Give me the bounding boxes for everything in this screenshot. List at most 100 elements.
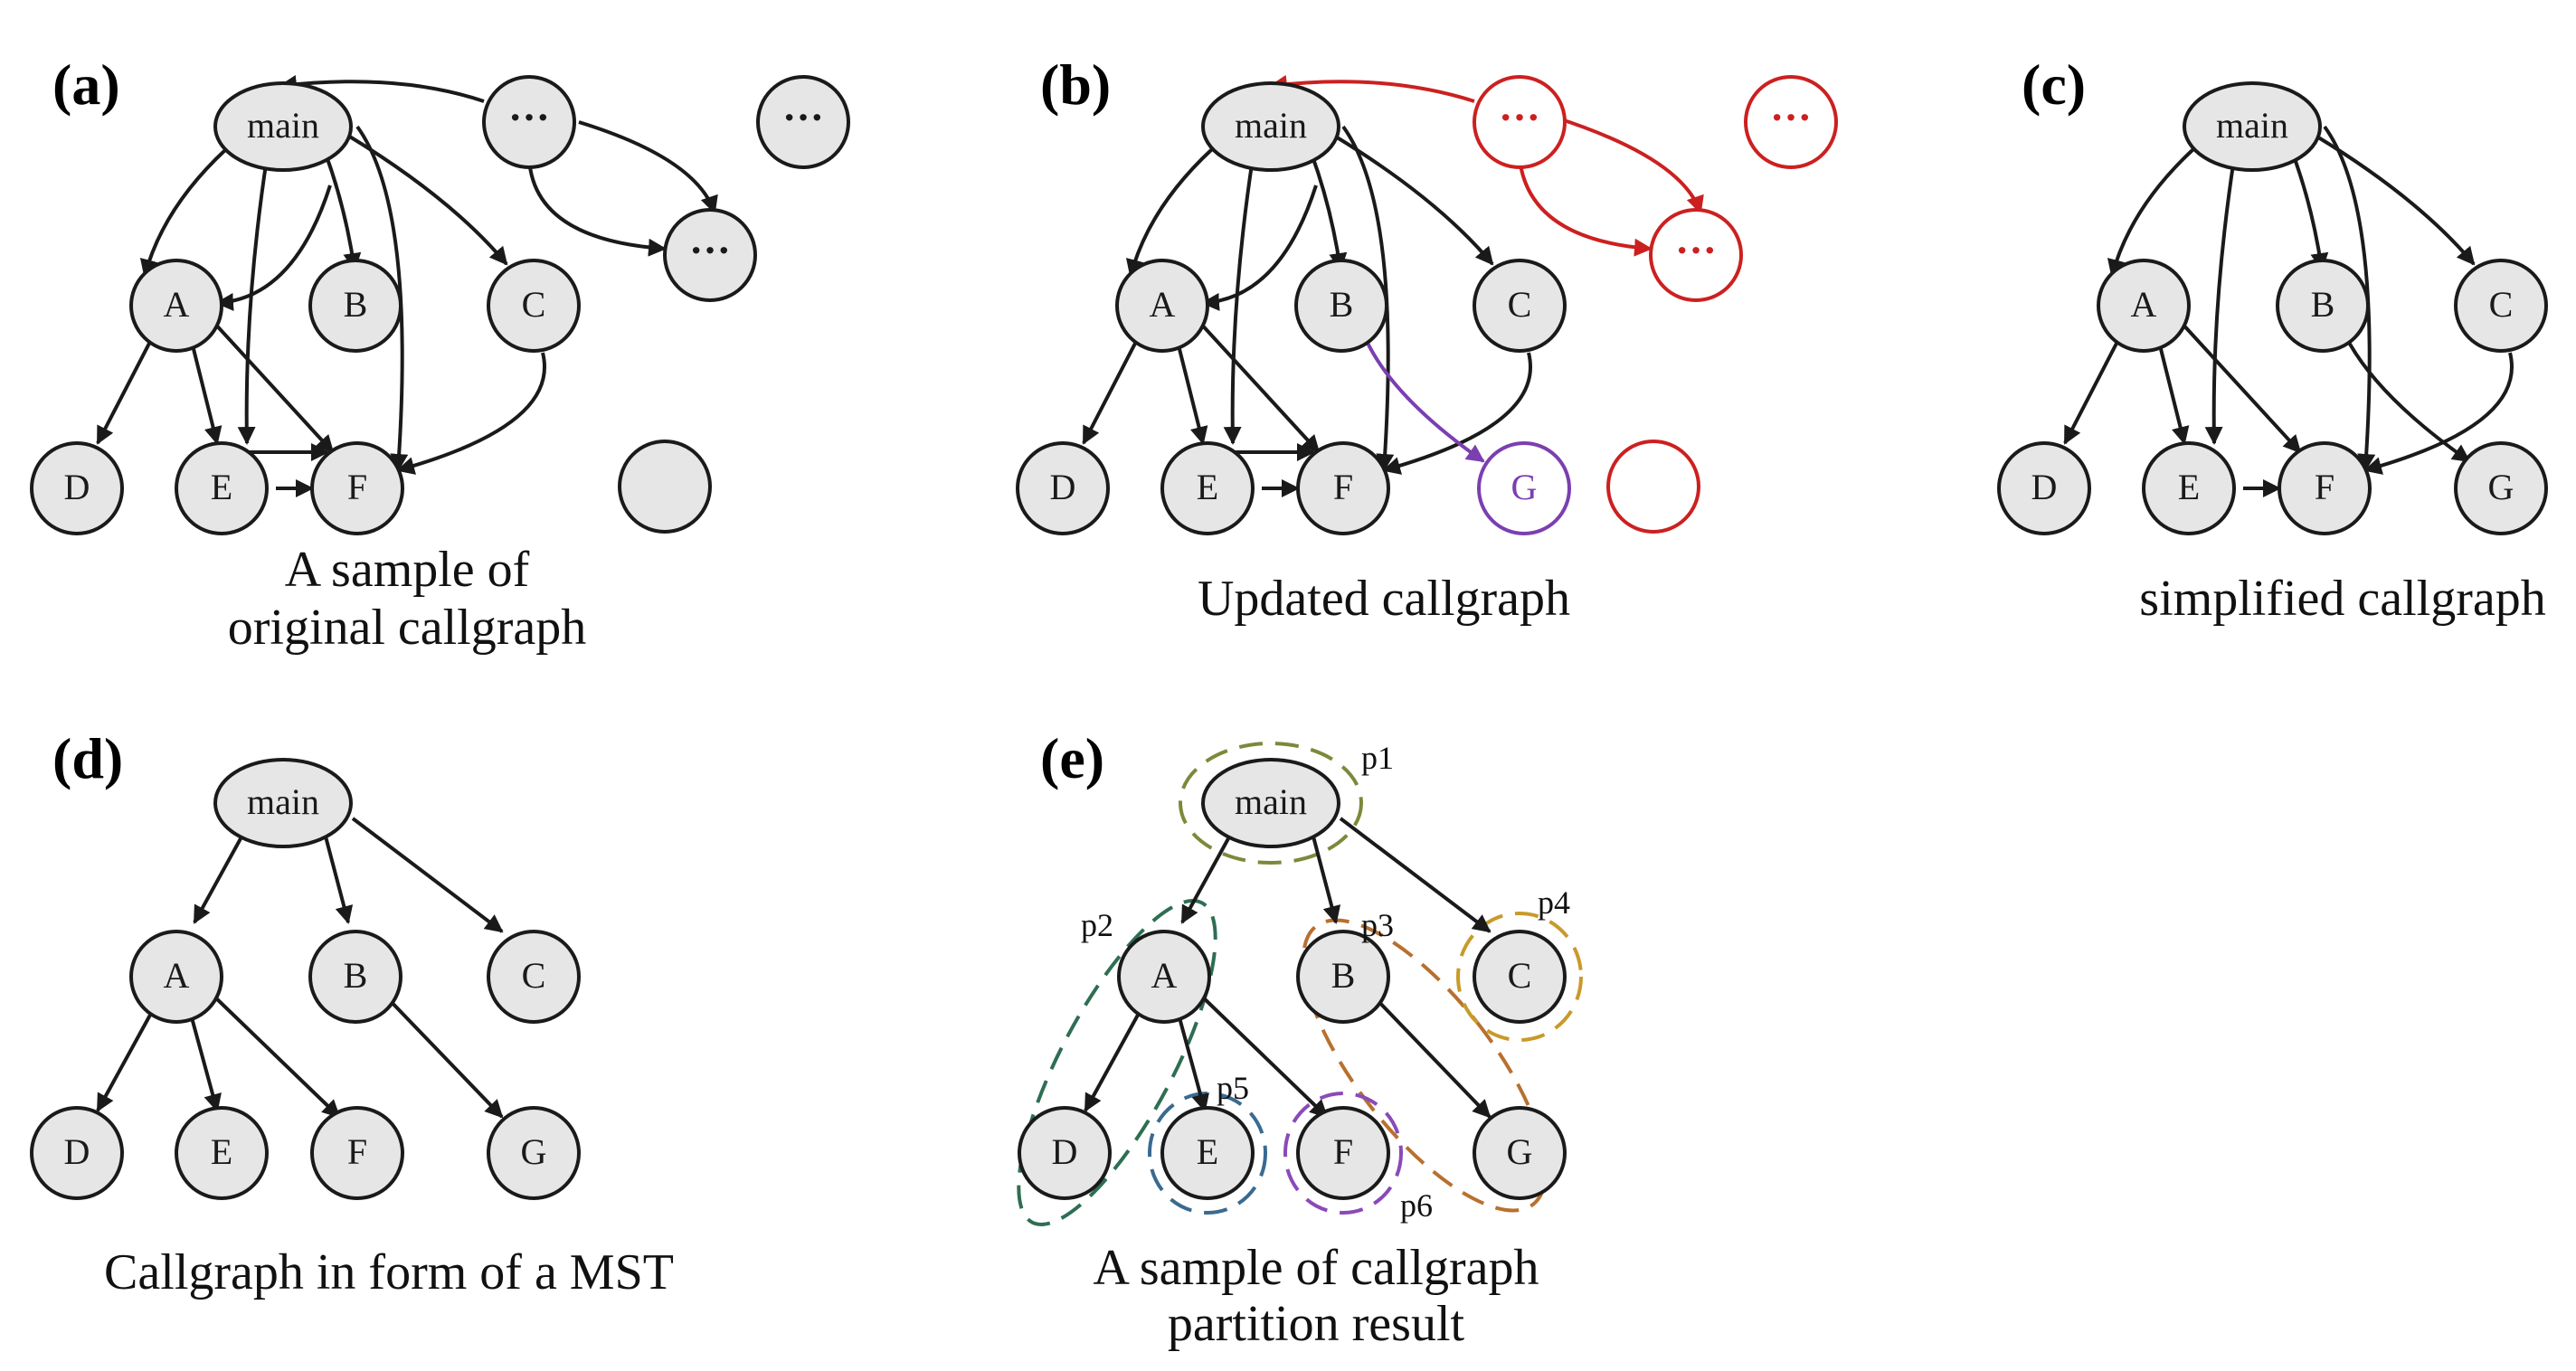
nodes-c: main A B C D E F G — [1997, 81, 2548, 535]
node-D-label: D — [1050, 467, 1076, 507]
node-u1-label: ··· — [508, 94, 550, 140]
node-B — [1296, 930, 1390, 1024]
node-F — [1296, 441, 1390, 535]
node-B — [308, 259, 402, 353]
caption-c: simplified callgraph — [2139, 571, 2545, 627]
node-C-label: C — [2489, 284, 2514, 325]
node-u1-label: ··· — [1499, 94, 1540, 140]
node-B-label: B — [1330, 284, 1354, 325]
edge-A-D — [1082, 334, 1141, 445]
edge-main-A-from-main — [1201, 184, 1318, 311]
node-D — [30, 1106, 124, 1200]
node-u3-label: ··· — [1770, 94, 1812, 140]
nodes-d: main A B C D E F G — [30, 758, 581, 1200]
node-u4 — [1606, 440, 1700, 534]
node-u3-label: ··· — [782, 94, 824, 140]
node-G-label: G — [2488, 467, 2514, 507]
edge-main-C — [351, 817, 504, 933]
node-C — [487, 930, 581, 1024]
edge-u1-u2-lower — [527, 157, 667, 257]
nodes-a: main A B C D E F ··· ··· ··· — [30, 75, 850, 535]
node-G — [1477, 441, 1571, 535]
node-D — [30, 441, 124, 535]
node-G — [2454, 441, 2548, 535]
panel-label-c: (c) — [2022, 52, 2086, 117]
edge-u1-main — [1269, 74, 1475, 103]
node-F-label: F — [1333, 1131, 1353, 1172]
edge-A-E — [188, 1010, 222, 1112]
node-C-label: C — [522, 955, 546, 996]
node-u2-label: ··· — [689, 227, 731, 273]
node-C — [487, 259, 581, 353]
node-E — [2142, 441, 2236, 535]
node-F-label: F — [347, 1131, 367, 1172]
node-A-label: A — [2131, 284, 2157, 325]
partition-p1 — [1179, 742, 1363, 865]
caption-e-line1: A sample of callgraph — [1094, 1240, 1539, 1296]
edges-e — [1084, 817, 1492, 1119]
node-u2 — [1649, 208, 1743, 302]
node-C-label: C — [1508, 955, 1532, 996]
node-F — [1296, 1106, 1390, 1200]
node-G-label: G — [1507, 1131, 1533, 1172]
node-C-label: C — [522, 284, 546, 325]
node-F-label: F — [1333, 467, 1353, 507]
node-A — [2097, 259, 2191, 353]
edge-main-B — [1310, 153, 1348, 271]
node-A — [1117, 930, 1211, 1024]
node-main — [213, 758, 353, 848]
node-C — [1473, 930, 1567, 1024]
edge-A-E — [1174, 334, 1208, 445]
node-E — [175, 1106, 269, 1200]
node-main — [2183, 81, 2322, 172]
edge-u1-A — [215, 184, 332, 311]
node-G — [1473, 1106, 1567, 1200]
node-F — [310, 1106, 404, 1200]
node-B-label: B — [344, 284, 368, 325]
node-u3 — [756, 75, 850, 169]
node-D-label: D — [2031, 467, 2058, 507]
edge-u1-u2 — [578, 120, 718, 214]
edge-B-G — [1364, 338, 1485, 463]
nodes-e: main A B C D E F G — [1018, 758, 1567, 1200]
edge-main-E — [237, 157, 269, 445]
node-E-label: E — [211, 1131, 232, 1172]
partition-label-p2: p2 — [1081, 907, 1113, 943]
edge-A-D — [96, 334, 156, 445]
edge-main-F — [355, 125, 409, 472]
node-F-label: F — [2315, 467, 2334, 507]
node-C-label: C — [1508, 284, 1532, 325]
panel-label-d: (d) — [52, 726, 123, 790]
edge-B-G — [1370, 993, 1492, 1119]
edge-main-B — [324, 836, 354, 924]
partition-p4 — [1456, 912, 1583, 1042]
node-G-label: G — [1511, 467, 1538, 507]
edges-a — [96, 75, 718, 497]
nodes-b: main A B C D E F G ··· ··· ··· — [1016, 75, 1838, 535]
edge-u1-u2-lower — [1518, 157, 1653, 257]
node-A — [129, 259, 223, 353]
edge-C-F — [2363, 352, 2514, 475]
node-F — [310, 441, 404, 535]
edge-B-G — [383, 993, 504, 1119]
edges-c — [2063, 125, 2514, 497]
node-B — [2276, 259, 2370, 353]
node-u2 — [663, 208, 757, 302]
edge-main-B — [324, 153, 362, 271]
node-F — [2278, 441, 2372, 535]
edge-main-A — [2107, 147, 2195, 278]
partition-labels-e: p1 p2 p3 p4 p5 p6 — [1081, 740, 1570, 1224]
node-A-label: A — [1151, 955, 1178, 996]
panel-a: (a) main A B C — [30, 52, 850, 656]
edge-main-A — [193, 831, 246, 924]
panel-label-e: (e) — [1040, 726, 1104, 790]
node-main-label: main — [247, 781, 319, 822]
caption-d: Callgraph in form of a MST — [104, 1244, 674, 1300]
edge-A-F — [211, 319, 335, 454]
partition-label-p3: p3 — [1361, 907, 1394, 943]
edge-A-F — [1197, 319, 1321, 454]
caption-e-line2: partition result — [1168, 1296, 1465, 1352]
edge-main-E — [2204, 157, 2236, 445]
edge-B-G — [2345, 338, 2471, 463]
